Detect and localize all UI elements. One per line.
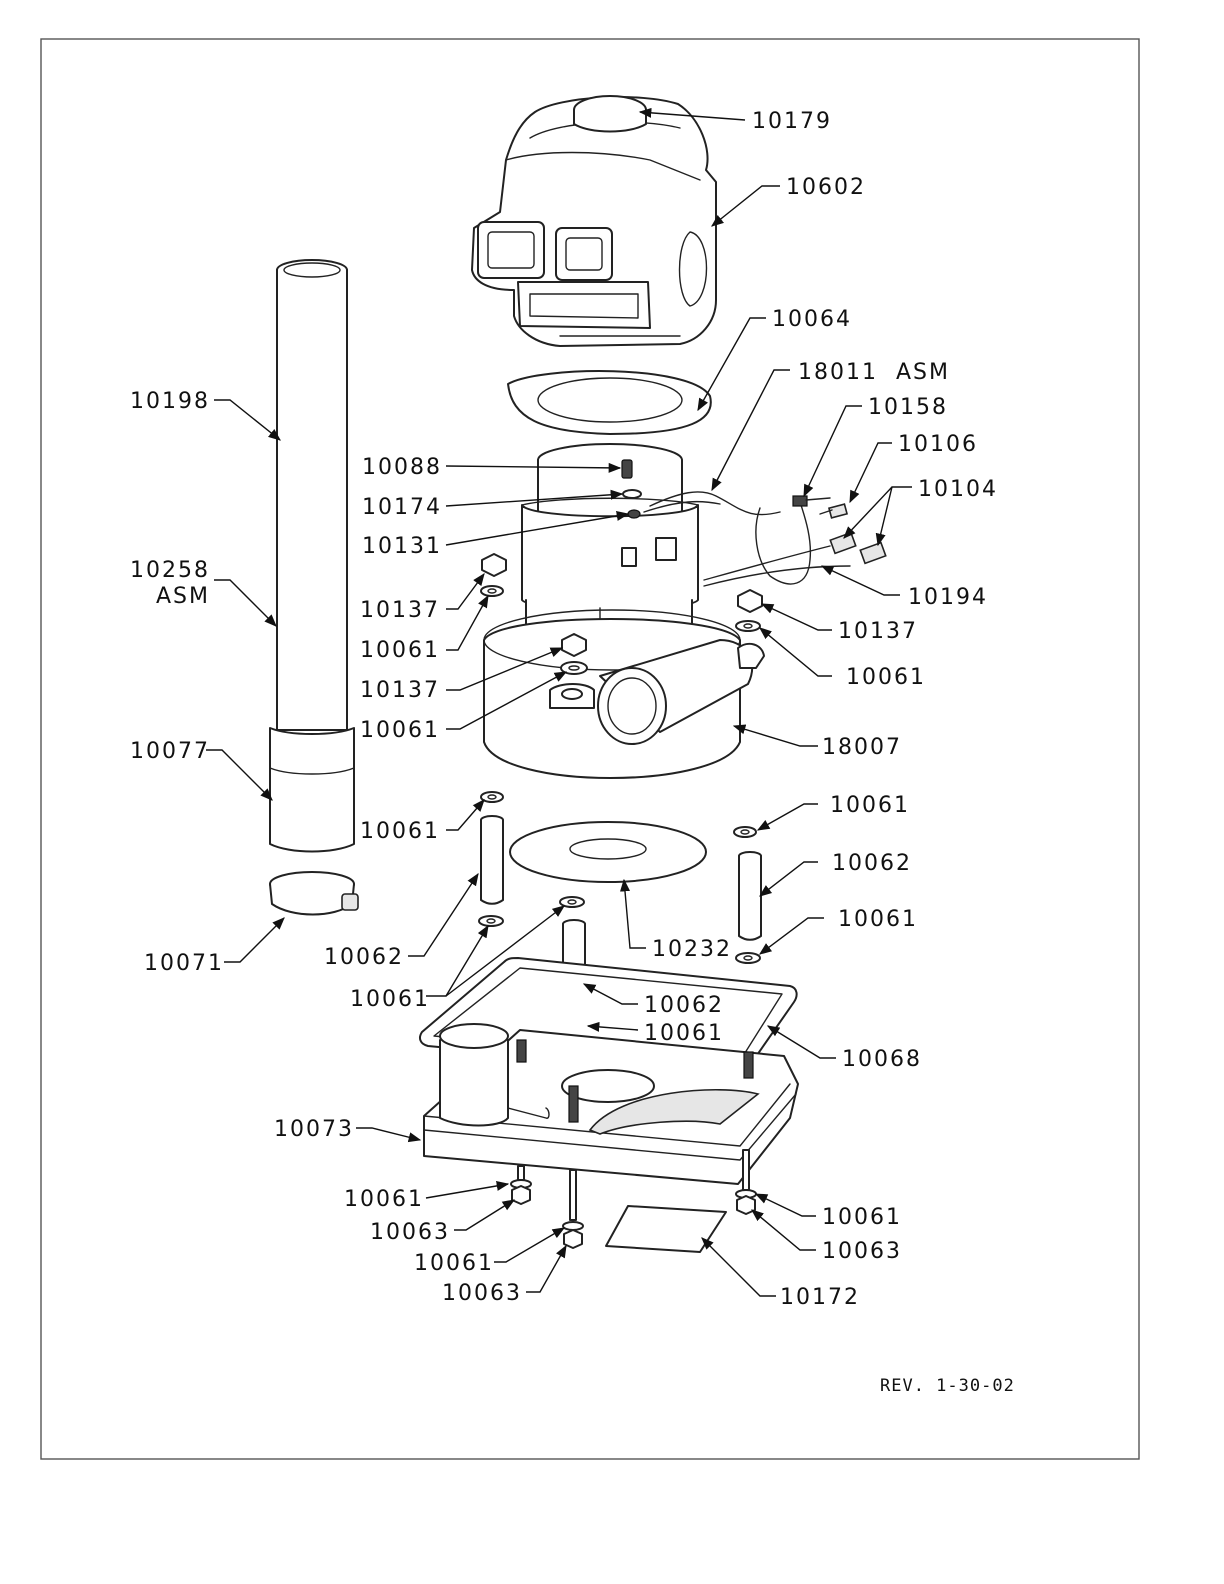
- gasket-10064: [508, 371, 711, 434]
- callout-10137-right: 10137: [838, 619, 918, 644]
- callout-10602: 10602: [786, 175, 866, 200]
- callout-10104: 10104: [918, 477, 998, 502]
- callout-18007: 18007: [822, 735, 902, 760]
- callout-10064: 10064: [772, 307, 852, 332]
- callout-18011-asm: 18011 ASM: [798, 360, 950, 385]
- washer-10061-left: [481, 586, 503, 596]
- callout-10061-right: 10061: [846, 665, 926, 690]
- callout-10071: 10071: [144, 951, 224, 976]
- callout-10063-bottom2: 10063: [442, 1281, 522, 1306]
- washer-10061-right: [736, 621, 760, 631]
- callout-10137-left: 10137: [360, 598, 440, 623]
- washer-10061-mid-left2: [479, 916, 503, 926]
- callout-10172: 10172: [780, 1285, 860, 1310]
- callout-10061-right3: 10061: [838, 907, 918, 932]
- callout-10061-bottom2: 10061: [414, 1251, 494, 1276]
- screw-10088: [622, 460, 632, 478]
- spacer-10062-right: [739, 852, 761, 940]
- nut-10137-center: [562, 634, 586, 656]
- label-10172: [606, 1206, 726, 1252]
- terminal-10131: [628, 510, 640, 518]
- callout-10258-asm: ASM: [156, 584, 210, 609]
- callout-10258: 10258: [130, 558, 210, 583]
- callout-10061-mid3: 10061: [644, 1021, 724, 1046]
- callout-10174: 10174: [362, 495, 442, 520]
- callout-10061-mid1: 10061: [360, 819, 440, 844]
- callout-10063-bottom3: 10063: [822, 1239, 902, 1264]
- callout-10073: 10073: [274, 1117, 354, 1142]
- callout-10061-mid2: 10061: [350, 987, 430, 1012]
- callout-10131: 10131: [362, 534, 442, 559]
- sleeve-10077: [270, 728, 354, 852]
- callout-10062-mid: 10062: [644, 993, 724, 1018]
- callout-10061-left: 10061: [360, 638, 440, 663]
- revision-note: REV. 1-30-02: [880, 1376, 1015, 1396]
- callout-10068: 10068: [842, 1047, 922, 1072]
- callout-10062-right: 10062: [832, 851, 912, 876]
- nut-10137-right: [738, 590, 762, 612]
- callout-10061-right2: 10061: [830, 793, 910, 818]
- callout-10179: 10179: [752, 109, 832, 134]
- callout-10063-bottom1: 10063: [370, 1220, 450, 1245]
- callout-10198: 10198: [130, 389, 210, 414]
- callout-10077: 10077: [130, 739, 210, 764]
- bolt-bottom-left: [511, 1166, 531, 1204]
- disc-10232: [510, 822, 706, 882]
- callout-10106: 10106: [898, 432, 978, 457]
- callout-10194: 10194: [908, 585, 988, 610]
- callout-10062-left: 10062: [324, 945, 404, 970]
- callout-10061-left2: 10061: [360, 718, 440, 743]
- tube-10198: [277, 260, 347, 730]
- callout-10061-bottom1: 10061: [344, 1187, 424, 1212]
- washer-10061-mid-right: [734, 827, 756, 837]
- spacer-10062-left: [481, 816, 503, 904]
- callout-10232: 10232: [652, 937, 732, 962]
- callout-10088: 10088: [362, 455, 442, 480]
- motor-cover-10602: [472, 96, 716, 346]
- callout-10061-bottom3: 10061: [822, 1205, 902, 1230]
- bolt-bottom-center: [563, 1170, 583, 1248]
- clamp-10071: [270, 872, 358, 915]
- nut-10137-left: [482, 554, 506, 576]
- washer-10061-mid-right2: [736, 953, 760, 963]
- washer-10174: [623, 490, 641, 498]
- callout-10137-left2: 10137: [360, 678, 440, 703]
- callout-10158: 10158: [868, 395, 948, 420]
